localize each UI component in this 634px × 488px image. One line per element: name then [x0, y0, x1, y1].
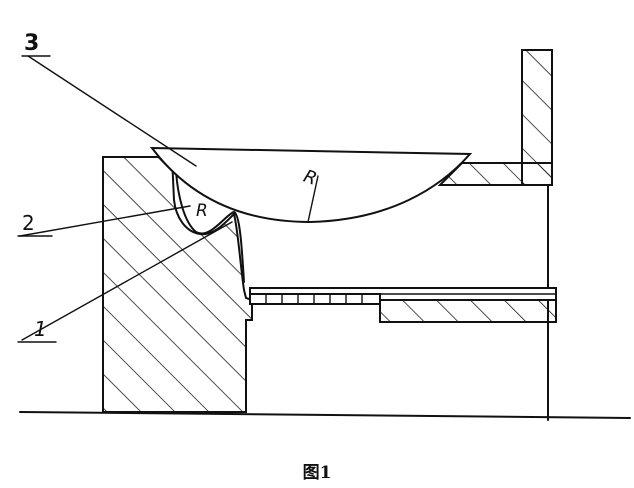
label-radius-small: R — [196, 201, 208, 221]
radius-leader — [307, 175, 319, 223]
bowl-part-3 — [149, 146, 473, 224]
left-wall-section — [102, 156, 253, 413]
upper-ledge-section — [437, 50, 553, 186]
leader-3 — [27, 55, 197, 167]
leader-2 — [19, 205, 191, 237]
lower-plate-section — [379, 299, 557, 323]
leader-1 — [21, 221, 233, 341]
segmented-strip — [249, 287, 557, 305]
figure-caption: 图1 — [302, 463, 332, 483]
label-part-1: 1 — [34, 317, 47, 341]
lip-profile — [175, 171, 245, 283]
label-part-2: 2 — [22, 211, 35, 235]
label-part-3: 3 — [24, 31, 39, 56]
